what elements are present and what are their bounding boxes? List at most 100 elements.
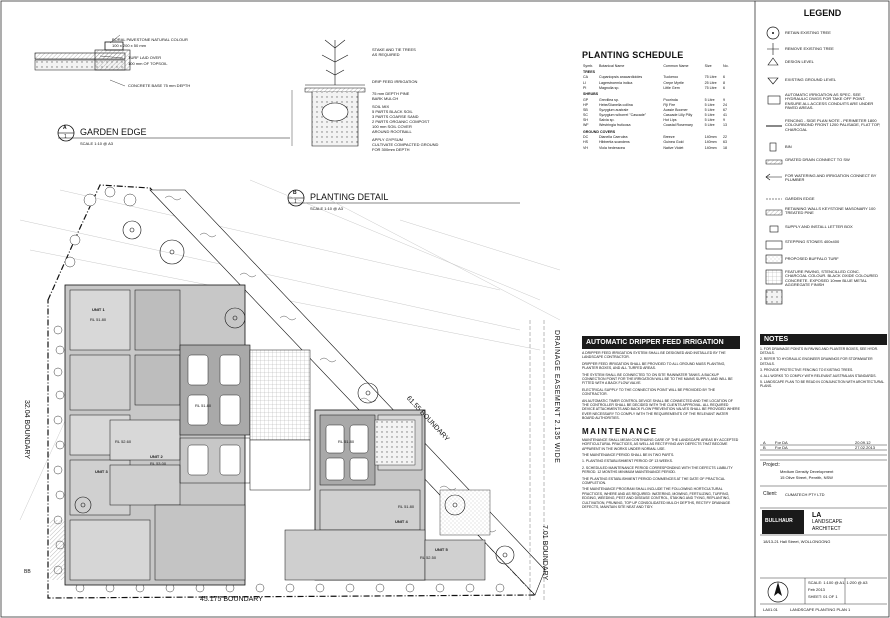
planting-note: CULTIVATE COMPACTED GROUND xyxy=(372,142,439,147)
bb-label: BB xyxy=(24,569,31,575)
legend-symbols xyxy=(765,26,783,305)
drawing-title: LANDSCAPE PLANTING PLAN 1 xyxy=(790,607,851,612)
unit-label: UNIT 3 xyxy=(95,469,108,474)
schedule-cell: 9 xyxy=(723,97,726,102)
planting-note: DRIP FEED IRRIGATION xyxy=(372,79,418,84)
schedule-cell: 6 xyxy=(723,85,726,90)
schedule-cell: 25 Litre xyxy=(704,80,717,85)
schedule-cell: Cascade Lilly Pilly xyxy=(663,113,693,118)
revision-letter: B xyxy=(763,445,766,450)
planting-schedule-title: PLANTING SCHEDULE xyxy=(582,50,684,60)
legend-label: RETAIN EXISTING TREE xyxy=(785,30,831,35)
schedule-cell: 140mm xyxy=(704,145,717,150)
schedule-cell: 63 xyxy=(723,140,728,145)
note-item: 3. PROVIDE PROTECTIVE FENCING TO EXISTIN… xyxy=(760,367,854,372)
note-item: 2. REFER TO HYDRAULIC ENGINEER DRAWINGS … xyxy=(760,357,873,366)
planting-detail-callout-letter: B xyxy=(293,190,297,196)
revision-date: 27.02.2013 xyxy=(855,445,876,450)
schedule-cell: Guinea Gold xyxy=(663,140,684,145)
planting-detail-notes-lower: DRIP FEED IRRIGATION 75 mm DEPTH PINE BA… xyxy=(372,80,482,152)
schedule-cell: 22 xyxy=(723,135,728,140)
schedule-cell: GP xyxy=(583,97,589,102)
legend-label: STEPPING STONES 400x400 xyxy=(785,239,840,244)
revision-desc: For DA xyxy=(775,440,788,445)
schedule-cell: Tuckeroo xyxy=(663,75,679,80)
legend-label: FEATURE PAVING, STENCILLED CONC. CHARCOA… xyxy=(785,269,878,288)
planting-detail-notes: STAKE AND TIE TREES AS REQUIRED xyxy=(372,48,482,57)
schedule-cell: Westringia fruticosa xyxy=(598,123,631,128)
schedule-cell: 67 xyxy=(723,107,728,112)
schedule-header: Size xyxy=(704,63,712,68)
schedule-cell: SC xyxy=(583,113,588,118)
schedule-cell: LI xyxy=(583,80,586,85)
garden-edge-note-concrete: CONCRETE BASE 75 mm DEPTH xyxy=(128,83,191,88)
planting-note: APPLY GYPSUM xyxy=(372,137,403,142)
schedule-cell: 9 xyxy=(723,118,726,123)
firm-line2: LANDSCAPE xyxy=(812,519,843,525)
planting-note: 100 mm SOIL COVER xyxy=(372,124,412,129)
irrigation-title: AUTOMATIC DRIPPER FEED IRRIGATION xyxy=(582,336,740,349)
drawing-date: Feb 2013 xyxy=(808,587,825,592)
easement-label: DRAINAGE EASEMENT 2.135 WIDE xyxy=(553,330,560,464)
level-label: RL 51.80 xyxy=(338,439,355,444)
schedule-header: No. xyxy=(723,63,729,68)
planting-detail-title: PLANTING DETAIL xyxy=(310,192,389,202)
schedule-cell: HS xyxy=(583,140,588,145)
legend-label: AUTOMATIC IRRIGATION AS SPEC. SEE HYDRAU… xyxy=(785,92,874,111)
schedule-cell: Salvia sp. xyxy=(598,118,615,123)
schedule-group-row: SHRUBS xyxy=(582,90,732,97)
schedule-cell: 75 Litre xyxy=(704,85,717,90)
legend-label: DESIGN LEVEL xyxy=(785,59,814,64)
irrigation-paragraph: THE SYSTEM SHALL BE CONNECTED TO ON SITE… xyxy=(582,372,733,386)
planting-note: SOIL MIX xyxy=(372,104,390,109)
garden-edge-note-topsoil: 100 mm OF TOPSOIL xyxy=(128,61,168,66)
garden-edge-scale: SCALE 1:10 @ A3 xyxy=(80,141,113,146)
client-name: CUMATECH PTY LTD xyxy=(785,492,825,497)
legend-label: GARDEN EDGE xyxy=(785,196,815,201)
schedule-cell: 5 Litre xyxy=(704,123,715,128)
note-item: 1. FOR DRAINAGE POINTS IN PAVING AND PLA… xyxy=(760,347,879,356)
garden-edge-title: GARDEN EDGE xyxy=(80,127,147,137)
firm-address: 18/13-21 Hall Street, WOLLONGONG xyxy=(763,539,831,544)
level-label: RL 52.60 xyxy=(115,439,132,444)
planting-detail-scale: SCALE 1:10 @ A3 xyxy=(310,206,343,211)
schedule-cell: 41 xyxy=(723,113,728,118)
schedule-cell: Hibbertia scandens xyxy=(598,140,630,145)
planting-note: BARK MULCH xyxy=(372,96,399,101)
maintenance-paragraph: THE PLANTING ESTABLISHMENT PERIOD COMMEN… xyxy=(582,476,726,485)
maintenance-paragraph: 2. SCHEDULED MAINTENANCE PERIOD CORRESPO… xyxy=(582,465,733,475)
planting-detail-callout-number: 1 xyxy=(294,199,297,205)
planting-schedule-table: Symb. Botanical Name Common Name Size No… xyxy=(582,63,732,150)
maintenance-paragraph: MAINTENANCE SHALL MEAN CONTINUING CARE O… xyxy=(582,437,739,451)
legend-label: PROPOSED BUFFALO TURF xyxy=(785,256,839,261)
schedule-cell: Lagerstroemia indica xyxy=(598,80,633,85)
schedule-cell: 8 xyxy=(723,80,726,85)
planting-note: 3 PARTS COARSE SAND xyxy=(372,114,419,119)
schedule-cell: 6 xyxy=(723,75,726,80)
schedule-cell: 5 Litre xyxy=(704,102,715,107)
boundary-right-label: 7.01 BOUNDARY xyxy=(541,525,548,581)
firm-logo-block xyxy=(762,510,804,534)
notes-section: NOTES 1. FOR DRAINAGE POINTS IN PAVING A… xyxy=(760,334,887,389)
boundary-left-label: 32.04 BOUNDARY xyxy=(23,400,30,460)
planting-note: 2 PARTS ORGANIC COMPOST xyxy=(372,119,430,124)
schedule-cell: Fiji Fire xyxy=(663,102,676,107)
schedule-cell: Native Violet xyxy=(663,145,684,150)
schedule-header-row: Symb. Botanical Name Common Name Size No… xyxy=(582,63,732,68)
firm-line1: LA xyxy=(812,512,822,519)
legend: LEGEND xyxy=(760,8,885,18)
revision-letter: A xyxy=(763,440,766,445)
unit-label: UNIT 2 xyxy=(150,454,163,459)
planting-note: STAKE AND TIE TREES xyxy=(372,47,416,52)
